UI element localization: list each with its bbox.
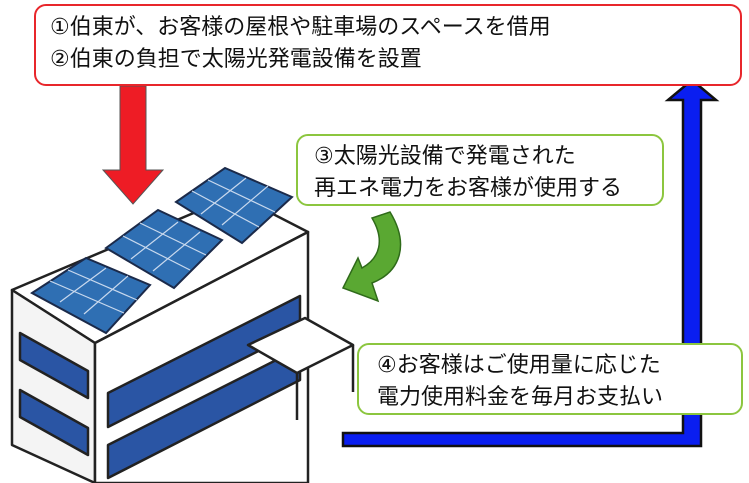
step-4-line-2: 電力使用料金を毎月お支払い: [377, 385, 664, 410]
step-1-text: ①伯東が、お客様の屋根や駐車場のスペースを借用: [50, 15, 551, 40]
step-3-line-2: 再エネ電力をお客様が使用する: [314, 176, 623, 201]
step-box-1: ①伯東が、お客様の屋根や駐車場のスペースを借用 ②伯東の負担で太陽光発電設備を設…: [34, 4, 742, 86]
step-box-4: ④お客様はご使用量に応じた 電力使用料金を毎月お支払い: [357, 343, 743, 415]
green-curved-arrow: [341, 211, 402, 303]
step-box-3: ③太陽光設備で発電された 再エネ電力をお客様が使用する: [296, 134, 664, 206]
step-2-text: ②伯東の負担で太陽光発電設備を設置: [50, 47, 422, 72]
solar-panel-icon: [30, 166, 294, 335]
red-down-arrow: [101, 85, 165, 205]
blue-return-arrow: [341, 78, 720, 448]
step-3-line-1: ③太陽光設備で発電された: [314, 144, 576, 169]
step-4-line-1: ④お客様はご使用量に応じた: [377, 353, 661, 378]
